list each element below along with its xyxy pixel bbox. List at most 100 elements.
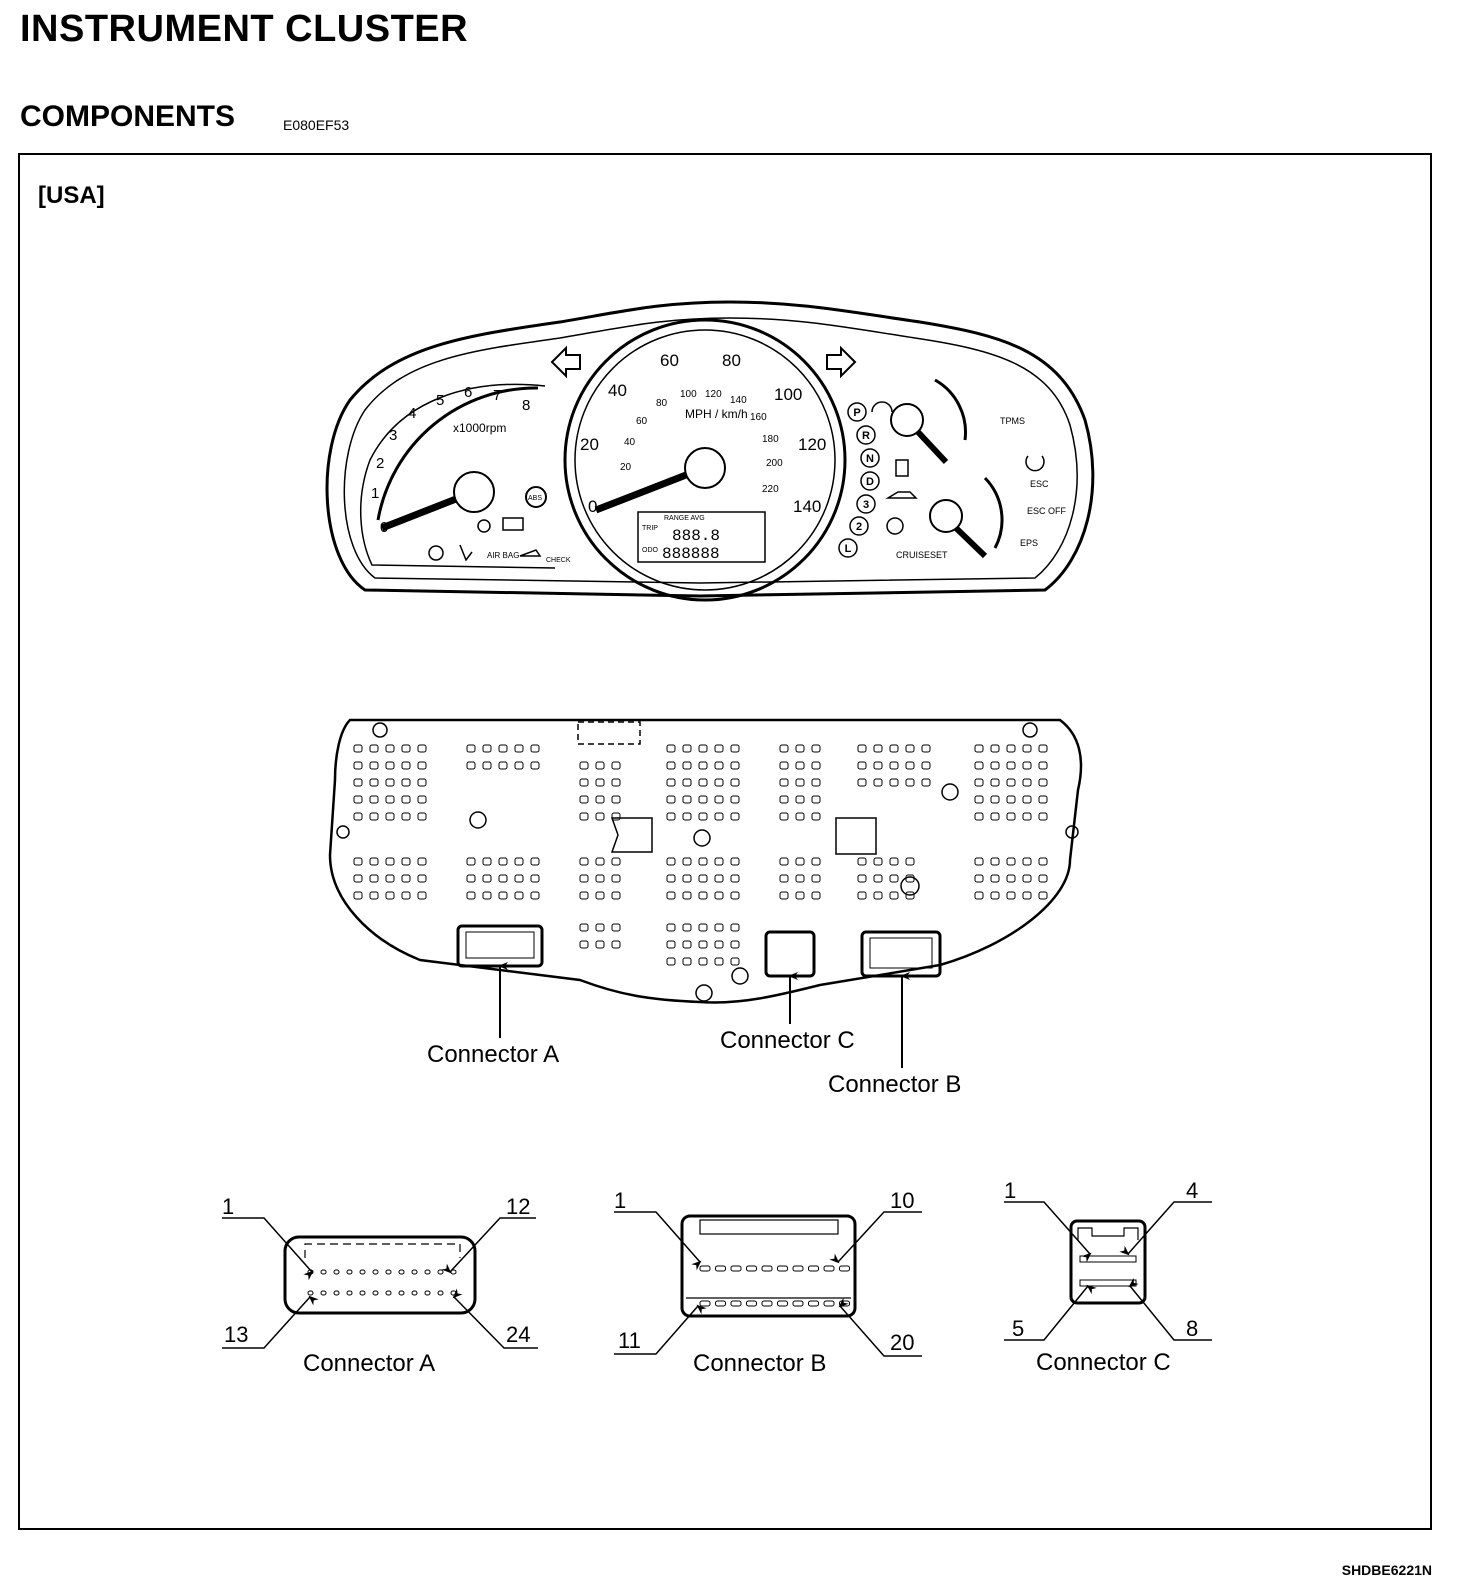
socket-hole [417,778,427,787]
socket-hole [795,857,805,866]
speed-kmh-160: 160 [750,412,767,423]
socket-hole [779,744,789,753]
socket-hole [889,778,899,787]
pin-c-8: 8 [1186,1316,1198,1341]
socket-hole [905,874,915,883]
socket-hole [990,778,1000,787]
gear-n: N [866,453,874,465]
socket-hole [698,744,708,753]
speed-mph-120: 120 [798,435,826,454]
socket-hole [1038,812,1048,821]
socket-hole [530,857,540,866]
socket-hole [1006,812,1016,821]
socket-hole [437,1290,444,1296]
socket-hole [595,795,605,804]
speed-mph-100: 100 [774,385,802,404]
socket-hole [698,795,708,804]
socket-hole [889,857,899,866]
pin-b-10: 10 [890,1188,914,1213]
fuel-pump-icon [895,459,909,477]
socket-hole [353,761,363,770]
socket-hole [1022,891,1032,900]
socket-hole [974,744,984,753]
socket-hole [974,761,984,770]
socket-hole [873,761,883,770]
socket-hole [730,1265,742,1272]
socket-hole [385,874,395,883]
socket-hole [482,874,492,883]
socket-hole [698,778,708,787]
socket-hole [353,812,363,821]
socket-hole [698,812,708,821]
socket-hole [714,891,724,900]
socket-hole [666,940,676,949]
socket-hole [611,857,621,866]
socket-hole [595,874,605,883]
speedometer-ring [563,318,847,602]
speed-kmh-220: 220 [762,484,779,495]
socket-hole [811,761,821,770]
socket-hole [346,1290,353,1296]
socket-hole [682,874,692,883]
gear-l: L [845,543,852,555]
socket-hole [698,923,708,932]
pin-a-24: 24 [506,1322,530,1347]
socket-hole [385,857,395,866]
socket-hole [666,957,676,966]
socket-hole [1006,874,1016,883]
socket-hole [579,778,589,787]
socket-hole [482,891,492,900]
socket-hole [698,891,708,900]
socket-hole [779,761,789,770]
tach-num-4: 4 [408,405,416,422]
socket-hole [595,923,605,932]
socket-hole [990,744,1000,753]
socket-hole [401,778,411,787]
gear-indicators: P R N D 3 2 L [838,402,880,558]
speedometer-hub [684,447,726,489]
rear-connector-c [764,930,816,978]
socket-hole [401,761,411,770]
rear-leaders [498,962,910,1068]
left-turn-icon [550,345,581,379]
socket-hole [514,857,524,866]
pin-c-5: 5 [1012,1316,1024,1341]
socket-hole [417,744,427,753]
speed-kmh-80: 80 [656,398,668,409]
socket-hole [1022,778,1032,787]
socket-hole [1038,874,1048,883]
socket-hole [889,891,899,900]
socket-hole [823,1300,835,1307]
socket-hole [714,874,724,883]
socket-hole [730,1300,742,1307]
socket-hole [1022,744,1032,753]
socket-hole [905,857,915,866]
socket-hole [873,891,883,900]
socket-hole [698,761,708,770]
trunk-open-icon [885,491,918,499]
socket-hole [666,857,676,866]
socket-hole [417,761,427,770]
socket-hole [424,1290,431,1296]
gear-d: D [866,476,874,488]
section-title: COMPONENTS [20,100,236,133]
socket-hole [611,891,621,900]
socket-hole [682,857,692,866]
socket-hole [320,1290,327,1296]
region-label: [USA] [38,182,105,209]
socket-hole [779,795,789,804]
tach-needle [380,495,458,532]
speed-mph-40: 40 [608,381,627,400]
socket-hole [466,874,476,883]
socket-hole [498,857,508,866]
socket-hole [811,778,821,787]
tach-unit: x1000rpm [453,421,506,435]
socket-hole [595,778,605,787]
socket-hole [730,940,740,949]
pin-b-20: 20 [890,1330,914,1355]
socket-hole [730,744,740,753]
socket-hole [1022,857,1032,866]
socket-hole [666,761,676,770]
speed-mph-80: 80 [722,351,741,370]
socket-hole [579,940,589,949]
